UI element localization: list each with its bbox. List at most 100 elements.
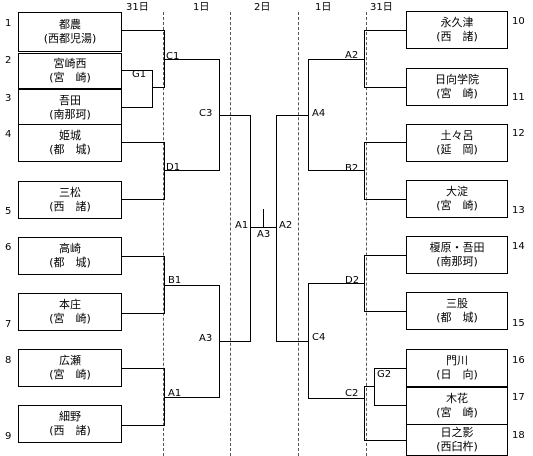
bracket-line [308, 283, 365, 284]
team-region: (西臼杵) [436, 440, 478, 453]
bracket-line [364, 199, 406, 200]
team-region: (西 諸) [49, 424, 91, 437]
team-region: (南那珂) [49, 108, 91, 121]
bracket-line [122, 313, 165, 314]
team-box-left: 三松 (西 諸) [18, 181, 122, 219]
match-label-g2: G2 [377, 369, 392, 380]
seed-number: 8 [5, 355, 12, 366]
team-region: (宮 崎) [49, 71, 91, 84]
team-region: (都 城) [436, 311, 478, 324]
seed-number: 12 [512, 128, 525, 139]
seed-number: 3 [5, 93, 12, 104]
team-box-left: 姫城 (都 城) [18, 124, 122, 162]
team-box-right: 榎原・吾田 (南那珂) [406, 236, 508, 274]
bracket-line [152, 70, 153, 108]
seed-number: 10 [512, 16, 525, 27]
seed-number: 18 [512, 430, 525, 441]
team-box-left: 宮崎西 (宮 崎) [18, 53, 122, 89]
day-header-left-31: 31日 [126, 2, 149, 13]
team-region: (宮 崎) [436, 406, 478, 419]
seed-number: 7 [5, 319, 12, 330]
bracket-line [374, 405, 406, 406]
day-header-right-1: 1日 [315, 2, 332, 13]
match-label-a1-left: A1 [168, 388, 182, 399]
bracket-line [122, 199, 165, 200]
team-name: 木花 [446, 392, 468, 405]
team-name: 日向学院 [435, 73, 479, 86]
bracket-line [122, 30, 165, 31]
bracket-line [164, 142, 165, 200]
bracket-line [308, 398, 365, 399]
bracket-line [364, 386, 375, 387]
match-label-c3: C3 [199, 108, 213, 119]
match-label-a3-final: A3 [257, 229, 271, 240]
bracket-line [164, 59, 220, 60]
bracket-line [122, 368, 165, 369]
team-name: 宮崎西 [53, 57, 87, 70]
bracket-line [364, 142, 365, 200]
team-region: (日 向) [436, 368, 478, 381]
bracket-line [364, 311, 406, 312]
bracket-line [364, 255, 406, 256]
team-box-left: 広瀬 (宮 崎) [18, 349, 122, 387]
match-label-a2-right: A2 [345, 50, 359, 61]
team-box-left: 都農 (西都児湯) [18, 12, 122, 52]
team-name: 姫城 [59, 129, 81, 142]
bracket-line [308, 170, 365, 171]
bracket-line [250, 115, 251, 342]
team-region: (都 城) [49, 256, 91, 269]
team-name: 三松 [59, 186, 81, 199]
team-box-left: 高崎 (都 城) [18, 237, 122, 275]
team-box-left: 吾田 (南那珂) [18, 89, 122, 127]
bracket-line [122, 256, 165, 257]
match-label-a3-left: A3 [199, 333, 213, 344]
seed-number: 14 [512, 241, 525, 252]
match-label-a1-final: A1 [235, 220, 249, 231]
team-name: 永久津 [440, 16, 474, 29]
team-box-right: 永久津 (西 諸) [406, 11, 508, 49]
match-label-b2: B2 [345, 163, 359, 174]
bracket-line [164, 397, 220, 398]
champion-line [263, 209, 264, 228]
match-label-a4: A4 [312, 108, 326, 119]
day-separator-4 [366, 12, 367, 456]
bracket-line [122, 142, 165, 143]
match-label-c1: C1 [166, 51, 180, 62]
bracket-line [250, 227, 264, 228]
day-separator-2 [230, 12, 231, 456]
seed-number: 11 [512, 92, 525, 103]
team-box-right: 大淀 (宮 崎) [406, 180, 508, 218]
team-name: 大淀 [446, 185, 468, 198]
seed-number: 2 [5, 55, 12, 66]
bracket-line [276, 115, 309, 116]
team-region: (宮 崎) [436, 87, 478, 100]
bracket-line [374, 368, 406, 369]
team-region: (宮 崎) [436, 199, 478, 212]
seed-number: 9 [5, 431, 12, 442]
team-name: 本庄 [59, 298, 81, 311]
bracket-line [122, 425, 165, 426]
team-box-right: 土々呂 (延 岡) [406, 124, 508, 162]
match-label-g1: G1 [132, 69, 147, 80]
team-box-right: 日之影 (西臼杵) [406, 424, 508, 456]
team-name: 土々呂 [440, 129, 474, 142]
bracket-line [364, 30, 406, 31]
bracket-line [276, 115, 277, 342]
seed-number: 17 [512, 392, 525, 403]
match-label-c2: C2 [345, 388, 359, 399]
bracket-line [364, 440, 406, 441]
bracket-line [122, 70, 152, 71]
team-region: (宮 崎) [49, 312, 91, 325]
bracket-line [364, 87, 406, 88]
team-name: 三股 [446, 297, 468, 310]
bracket-line [219, 341, 251, 342]
team-region: (延 岡) [436, 143, 478, 156]
seed-number: 13 [512, 205, 525, 216]
seed-number: 4 [5, 129, 12, 140]
bracket-line [164, 170, 220, 171]
day-header-right-31: 31日 [370, 2, 393, 13]
team-name: 都農 [59, 18, 81, 31]
team-name: 高崎 [59, 242, 81, 255]
seed-number: 1 [5, 18, 12, 29]
